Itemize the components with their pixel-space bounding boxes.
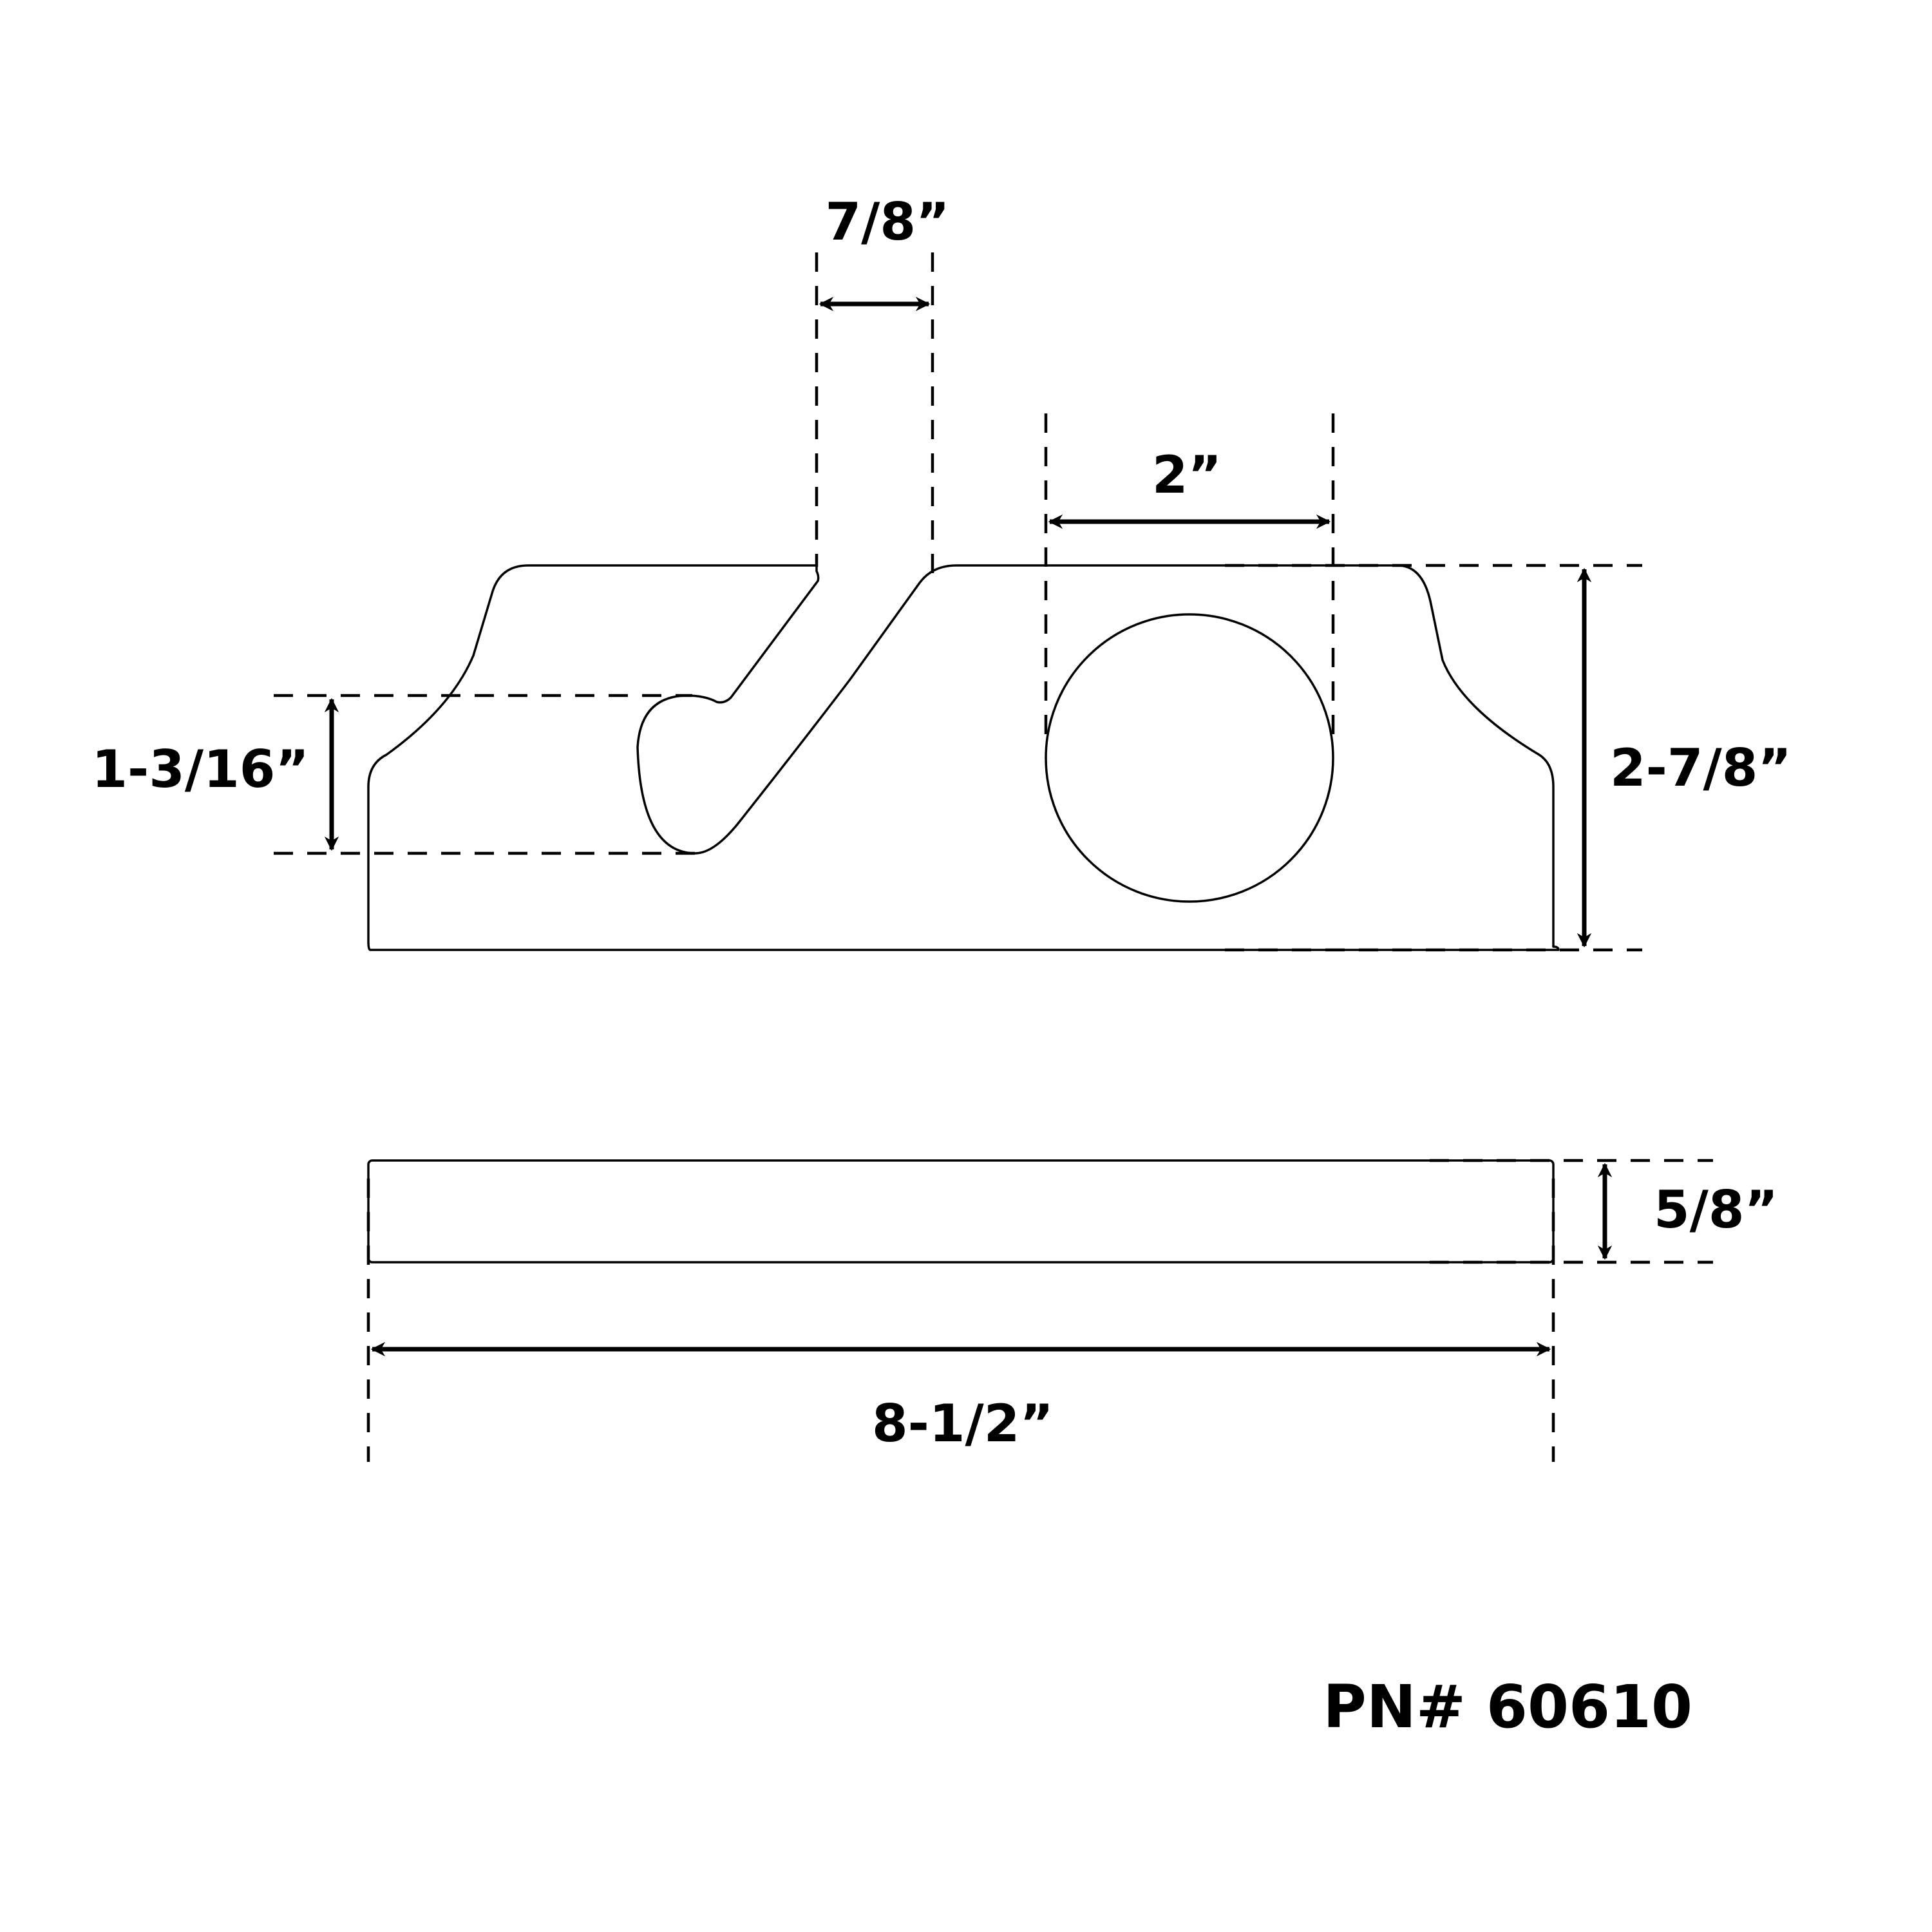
dim-thickness-label: 5/8” — [1654, 1180, 1778, 1240]
dim-hole-diameter-label: 2” — [1152, 445, 1222, 505]
dim-overall-length-label: 8-1/2” — [872, 1394, 1054, 1454]
dim-overall-height-label: 2-7/8” — [1610, 738, 1792, 798]
dim-notch-height-label: 1-3/16” — [91, 739, 309, 799]
side-view-outline — [367, 1159, 1555, 1264]
part-number: PN# 60610 — [1323, 1672, 1692, 1741]
through-hole — [1045, 613, 1334, 903]
dim-slot-width-label: 7/8” — [825, 192, 949, 252]
extension-lines — [274, 252, 1713, 1462]
top-view-outline — [367, 564, 1560, 951]
